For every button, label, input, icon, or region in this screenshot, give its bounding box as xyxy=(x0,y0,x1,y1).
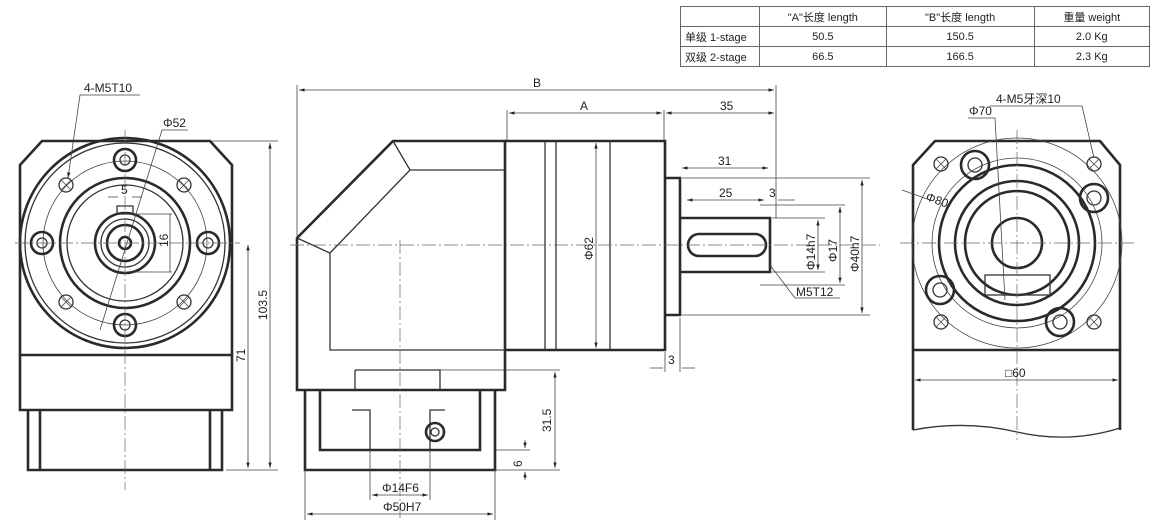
table-row: 双级 2-stage 66.5 166.5 2.3 Kg xyxy=(680,46,1150,67)
table-row: 单级 1-stage 50.5 150.5 2.0 Kg xyxy=(680,26,1150,47)
dia-50h7-dim: Φ50H7 xyxy=(383,500,422,514)
a-cell: 50.5 xyxy=(758,26,887,47)
side-output-flange xyxy=(665,176,682,317)
front-key-width: 5 xyxy=(121,183,128,197)
dim-6: 6 xyxy=(511,460,525,467)
front-base xyxy=(18,355,234,412)
side-elbow-housing xyxy=(295,139,507,392)
front-pcd-label: Φ52 xyxy=(163,116,186,130)
dim-3-top: 3 xyxy=(769,186,776,200)
dim-35: 35 xyxy=(720,99,734,113)
b-cell: 166.5 xyxy=(885,46,1035,67)
dia-14h7-dim: Φ14h7 xyxy=(804,233,818,270)
dim-25: 25 xyxy=(719,186,733,200)
table-header-row: "A"长度 length "B"长度 length 重量 weight xyxy=(680,6,1150,27)
dia-17-dim: Φ17 xyxy=(826,239,840,262)
front-view: 4-M5T10 Φ52 5 16 103.5 71 xyxy=(15,81,278,490)
front-thread-label: 4-M5T10 xyxy=(84,81,132,95)
thread-m5t12-label: M5T12 xyxy=(796,285,834,299)
a-length-dim: A xyxy=(580,99,588,113)
b-length-dim: B xyxy=(533,76,541,90)
dia-62-dim: Φ62 xyxy=(582,237,596,260)
dim-3-bottom: 3 xyxy=(668,353,675,367)
front-key-height: 16 xyxy=(157,233,171,247)
dia-40h7-dim: Φ40h7 xyxy=(848,235,862,272)
height-total-dim: 103.5 xyxy=(256,290,270,320)
weight-cell: 2.3 Kg xyxy=(1033,46,1150,67)
rear-base xyxy=(911,350,1122,430)
rear-dia-70-label: Φ70 xyxy=(969,104,992,118)
weight-cell: 2.0 Kg xyxy=(1033,26,1150,47)
spec-table: "A"长度 length "B"长度 length 重量 weight 单级 1… xyxy=(680,6,1150,67)
rear-dia-80-label: Φ80 xyxy=(924,190,951,211)
rear-bolt-icons xyxy=(924,149,1110,338)
side-view: B A 35 31 25 3 Φ62 Φ14h7 Φ17 Φ40h7 M5T12… xyxy=(290,76,880,520)
rear-square-60-label: □60 xyxy=(1005,366,1026,380)
center-height-dim: 71 xyxy=(234,348,248,362)
dim-31: 31 xyxy=(718,154,732,168)
rear-view: 4-M5牙深10 Φ70 Φ80 □60 xyxy=(900,92,1135,440)
dim-31-5: 31.5 xyxy=(540,408,554,432)
stage-cell: 双级 2-stage xyxy=(680,46,760,67)
rear-thread-label: 4-M5牙深10 xyxy=(996,92,1061,106)
dia-14f6-dim: Φ14F6 xyxy=(382,481,419,495)
stage-cell: 单级 1-stage xyxy=(680,26,760,47)
side-gear-body xyxy=(505,139,667,352)
